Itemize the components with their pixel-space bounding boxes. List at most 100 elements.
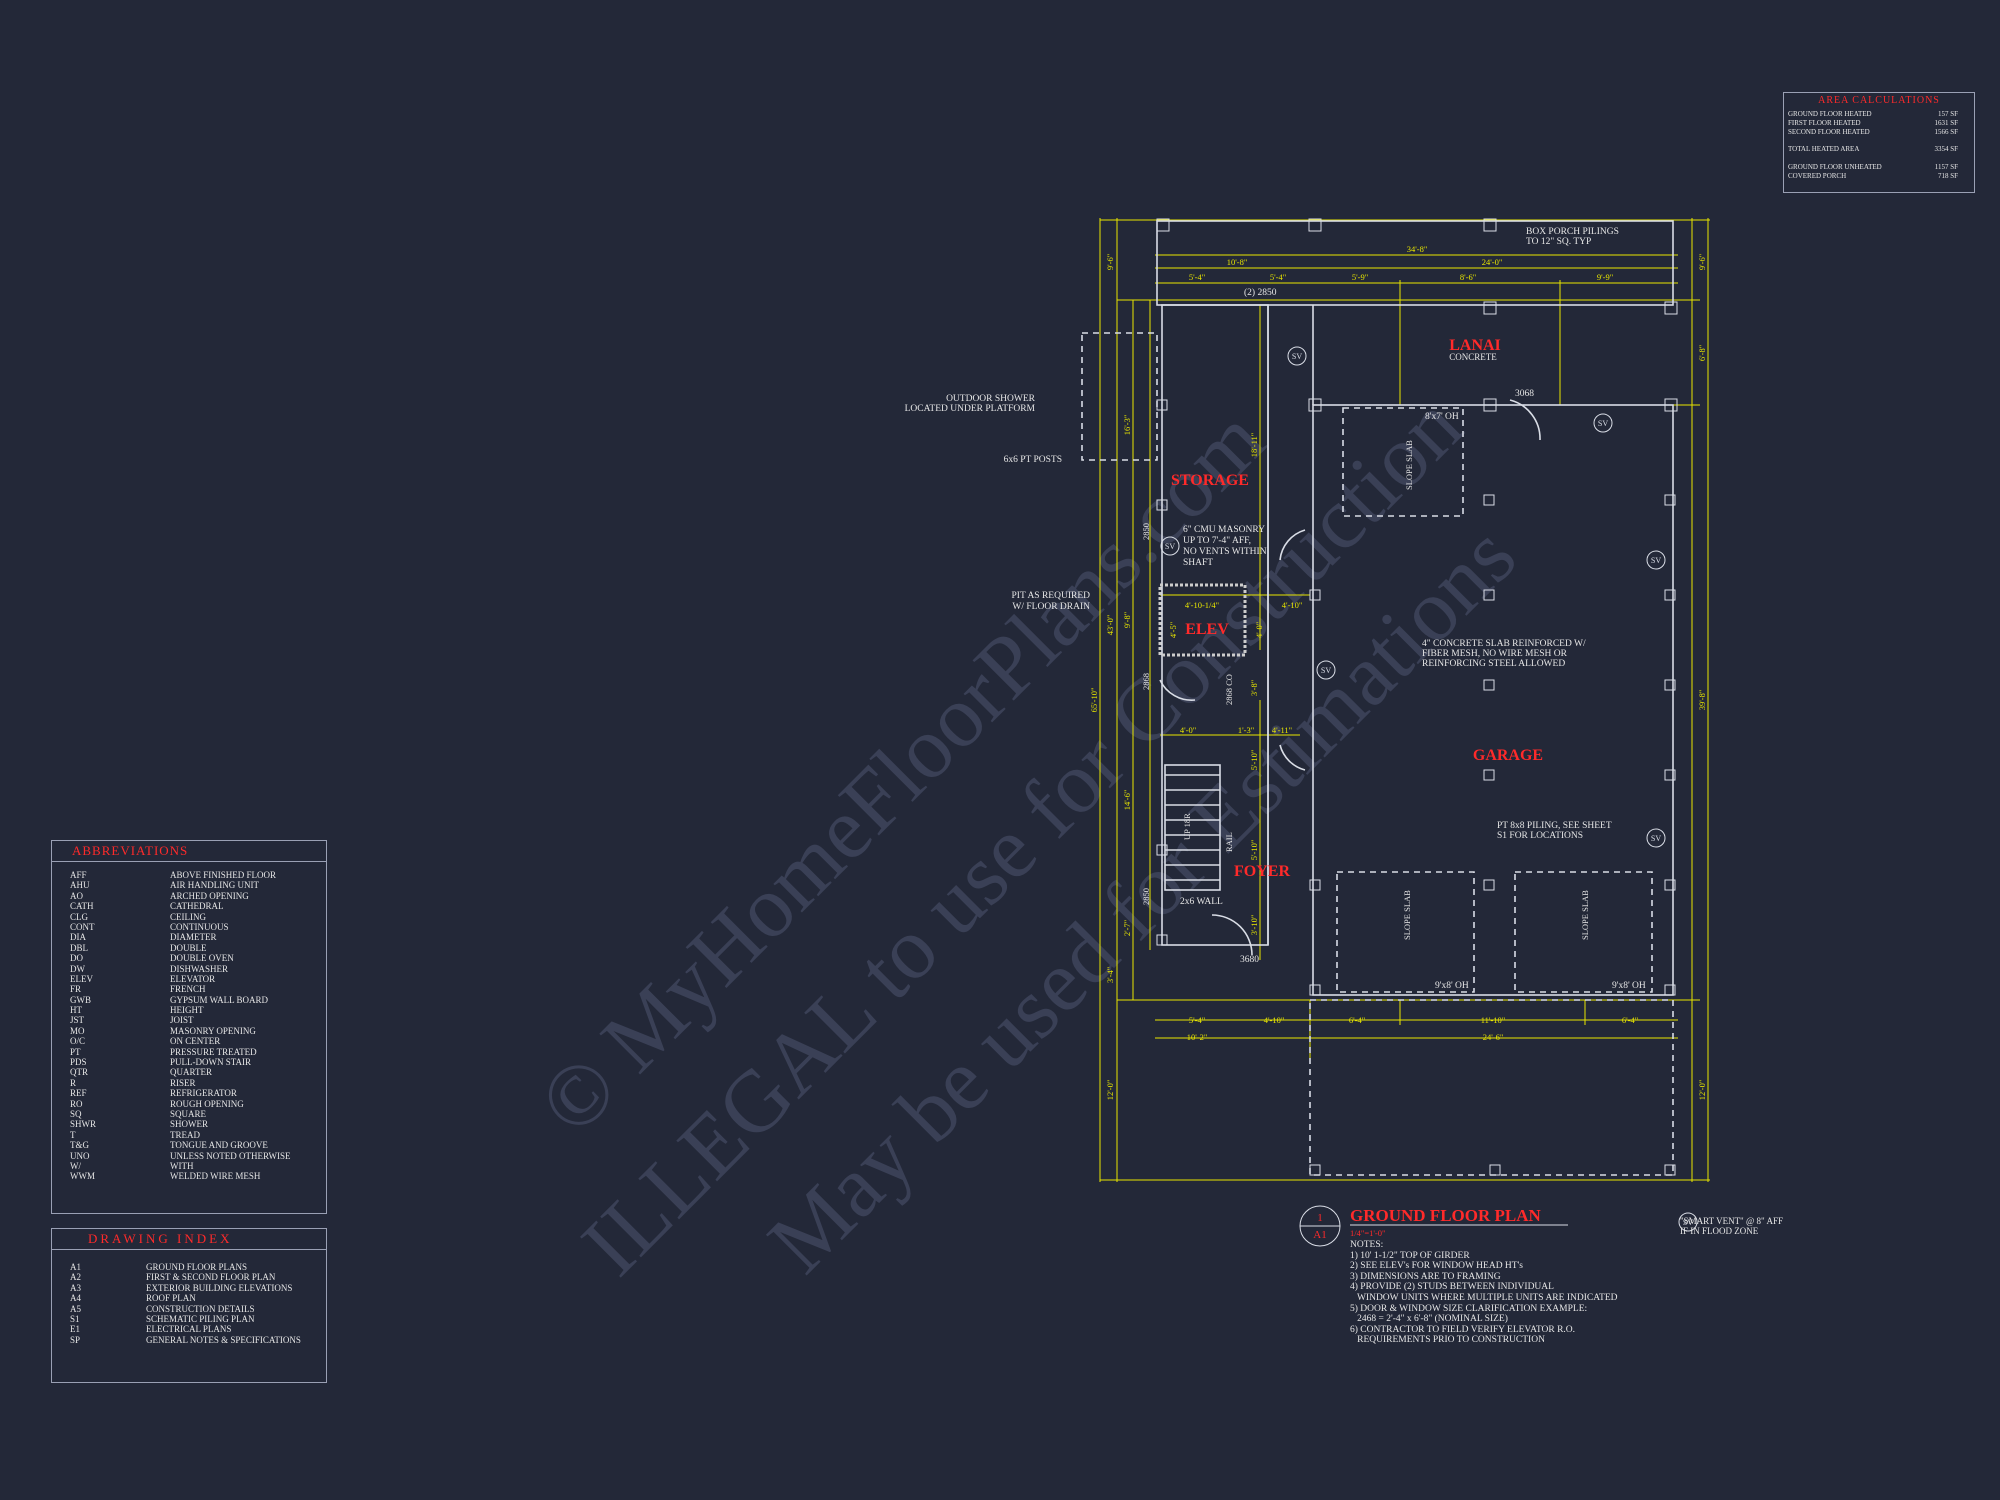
dim-interior: 4'-10-1/4" (1185, 600, 1219, 610)
drawing-index-row-value: EXTERIOR BUILDING ELEVATIONS (146, 1282, 293, 1293)
dim-left: 9'-6" (1105, 254, 1115, 270)
area-row: SECOND FLOOR HEATED 1566 SF (1784, 128, 1974, 137)
drawing-index-row-key: A5 (70, 1303, 81, 1314)
drawing-index-row-value: ROOF PLAN (146, 1293, 196, 1304)
area-calculations-title: AREA CALCULATIONS (1818, 95, 1940, 106)
room-elevator: ELEV (1185, 621, 1229, 638)
abbreviation-row-value: CEILING (170, 911, 206, 922)
area-row-key: SECOND FLOOR HEATED (1788, 127, 1870, 136)
abbreviation-row-value: UNLESS NOTED OTHERWISE (170, 1150, 291, 1161)
dim-top: 10'-8" (1227, 257, 1248, 267)
room-garage: GARAGE (1473, 747, 1543, 764)
sv-label: SV (1651, 556, 1661, 565)
note-line: 6) CONTRACTOR TO FIELD VERIFY ELEVATOR R… (1350, 1324, 1576, 1335)
drawing-index-row-key: A4 (70, 1293, 81, 1304)
abbreviation-row-value: ON CENTER (170, 1036, 221, 1047)
door-9x8-oh: 9'x8' OH (1612, 981, 1646, 991)
drawing-index-row-value: ELECTRICAL PLANS (146, 1324, 232, 1335)
walls (1081, 220, 1674, 1176)
abbreviation-row-key: ELEV (70, 973, 93, 984)
room-storage: STORAGE (1171, 472, 1249, 489)
abbreviation-row-key: SHWR (70, 1119, 97, 1130)
abbreviation-row-key: REF (70, 1088, 87, 1099)
area-row-value: 718 SF (1937, 171, 1958, 180)
slope-slab-label: SLOPE SLAB (1580, 890, 1590, 940)
note-line: 2468 = 2'-4" x 6'-8" (NOMINAL SIZE) (1350, 1314, 1508, 1325)
abbreviation-row-key: GWB (70, 994, 91, 1005)
window-2850: 2850 (1141, 523, 1151, 540)
dim-top: 5'-9" (1352, 272, 1368, 282)
abbreviation-row: T&G TONGUE AND GROOVE (52, 1140, 326, 1150)
dim-top: 8'-6" (1460, 272, 1476, 282)
window-2850: 2850 (1141, 888, 1151, 905)
abbreviation-row-key: CLG (70, 911, 88, 922)
abbreviation-row-value: CONTINUOUS (170, 921, 229, 932)
lanai-material: CONCRETE (1449, 352, 1497, 362)
abbreviation-row-value: TONGUE AND GROOVE (170, 1140, 268, 1151)
drawing-index-row-key: A3 (70, 1282, 81, 1293)
dim-left: 43'-0" (1105, 615, 1115, 636)
drawing-index-row-value: CONSTRUCTION DETAILS (146, 1303, 255, 1314)
abbreviation-row-key: AO (70, 890, 83, 901)
note-line: WINDOW UNITS WHERE MULTIPLE UNITS ARE IN… (1350, 1292, 1618, 1303)
abbreviation-row-key: DW (70, 963, 85, 974)
dim-right: 9'-6" (1697, 254, 1707, 270)
abbreviation-row: CLG CEILING (52, 912, 326, 922)
callout-cmu: NO VENTS WITHIN (1183, 547, 1267, 557)
callout-cmu: 6" CMU MASONRY (1183, 525, 1265, 535)
dim-top: 5'-4" (1189, 272, 1205, 282)
dim-interior: 4'-0" (1180, 725, 1196, 735)
door-8x7-oh: 8'x7' OH (1425, 412, 1459, 422)
abbreviation-row-key: CONT (70, 921, 95, 932)
abbreviation-row-value: DOUBLE (170, 942, 207, 953)
callout-slab: 4" CONCRETE SLAB REINFORCED W/ (1422, 639, 1586, 649)
dim-left: 9'-8" (1122, 612, 1132, 628)
callout-piling: PT 8x8 PILING, SEE SHEET (1497, 821, 1612, 831)
dim-bottom: 6'-4" (1349, 1015, 1365, 1025)
area-row-value: 1566 SF (1934, 127, 1958, 136)
dim-interior: 1'-3" (1238, 725, 1254, 735)
abbreviation-row-value: ABOVE FINISHED FLOOR (170, 870, 277, 880)
dim-left: 3'-4" (1105, 967, 1115, 983)
abbreviation-row-value: WELDED WIRE MESH (170, 1171, 261, 1182)
stair-rail-label: RAIL (1224, 832, 1234, 852)
area-row (1784, 136, 1974, 145)
abbreviation-row-key: QTR (70, 1067, 88, 1078)
drawing-index-row-value: FIRST & SECOND FLOOR PLAN (146, 1272, 276, 1283)
abbreviation-row-key: T&G (70, 1140, 89, 1151)
dim-bottom: 24'-6" (1483, 1032, 1504, 1042)
smart-vent-note-line: IF IN FLOOD ZONE (1680, 1226, 1759, 1236)
drawing-index-row-value: GENERAL NOTES & SPECIFICATIONS (146, 1334, 301, 1345)
dim-bottom: 4'-10" (1264, 1015, 1285, 1025)
abbreviation-row-value: DOUBLE OVEN (170, 953, 234, 964)
abbreviation-row-value: AIR HANDLING UNIT (170, 880, 259, 891)
abbreviation-row-value: QUARTER (170, 1067, 212, 1078)
room-lanai: LANAI (1449, 337, 1501, 354)
note-line: NOTES: (1350, 1240, 1384, 1250)
sv-legend-text: SV (1683, 1218, 1693, 1227)
smart-vent-note: "SMART VENT" @ 8" AFF IF IN FLOOD ZONE (1680, 1216, 1783, 1236)
abbreviation-row-value: WITH (170, 1160, 194, 1171)
abbreviation-row-key: PT (70, 1046, 81, 1057)
dim-interior: 18'-11" (1249, 433, 1259, 458)
room-foyer: FOYER (1234, 863, 1290, 880)
area-row-value: 1631 SF (1934, 118, 1958, 127)
abbreviation-row-key: AHU (70, 880, 90, 891)
abbreviation-row-key: W/ (70, 1160, 81, 1171)
abbreviation-row-key: CATH (70, 901, 94, 912)
